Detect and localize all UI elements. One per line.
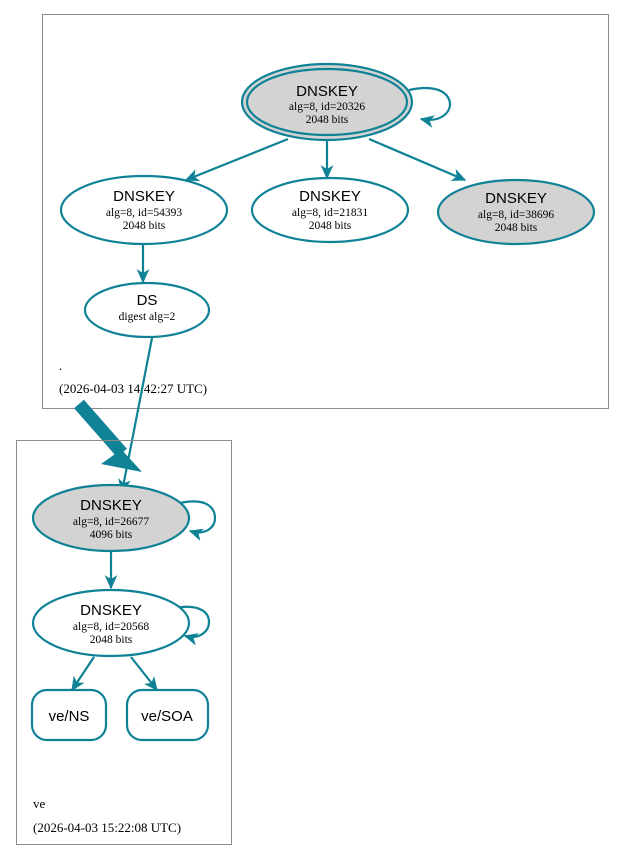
edge-ve-zsk-to-soa [130, 656, 158, 692]
node-root-ksk-20326-line2: alg=8, id=20326 [289, 101, 365, 113]
node-ve-zsk-20568-ellipse [31, 588, 191, 658]
node-root-zsk-54393-line2: alg=8, id=54393 [106, 207, 182, 219]
node-ve-soa[interactable]: ve/SOA [125, 688, 210, 742]
node-root-zsk-54393-title: DNSKEY [113, 188, 175, 205]
root-zone-edges [136, 87, 467, 284]
edge-ve-zsk-to-ns [71, 656, 95, 692]
node-root-zsk-21831-title: DNSKEY [299, 188, 361, 205]
node-root-ds-ellipse [83, 281, 211, 339]
node-root-ds-title: DS [137, 292, 158, 309]
node-root-zsk-21831-line3: 2048 bits [309, 220, 352, 232]
node-root-ksk-20326[interactable]: DNSKEY alg=8, id=20326 2048 bits [240, 62, 414, 142]
node-root-zsk-54393-ellipse [59, 174, 229, 246]
edge-root-ksk-to-zsk-54393 [184, 137, 289, 182]
edge-ds-to-ve-ksk-26677 [118, 337, 154, 494]
zone-cluster-ve: ve (2026-04-03 15:22:08 UTC) [16, 440, 232, 845]
zone-ve-timestamp: (2026-04-03 15:22:08 UTC) [33, 820, 181, 835]
node-root-ksk-20326-inner-ellipse [245, 67, 409, 137]
node-root-ksk-20326-title: DNSKEY [296, 83, 358, 100]
node-ve-ns-box [30, 688, 108, 742]
node-ve-ksk-26677-title: DNSKEY [80, 497, 142, 514]
node-root-ds[interactable]: DS digest alg=2 [83, 281, 211, 339]
ve-zone-edges [71, 500, 217, 692]
node-ve-ksk-26677-line3: 4096 bits [90, 529, 133, 541]
node-ve-zsk-20568-line2: alg=8, id=20568 [73, 621, 149, 633]
node-ve-zsk-20568[interactable]: DNSKEY alg=8, id=20568 2048 bits [31, 588, 191, 658]
edge-self-sign-ve-ksk-26677 [179, 500, 217, 541]
node-root-ksk-38696-line3: 2048 bits [495, 222, 538, 234]
node-ve-zsk-20568-title: DNSKEY [80, 602, 142, 619]
node-root-ksk-20326-line3: 2048 bits [306, 114, 349, 126]
zone-root-timestamp: (2026-04-03 14:42:27 UTC) [59, 381, 207, 396]
node-ve-ns-label: ve/NS [49, 708, 90, 725]
edge-delegation-arrowhead [101, 438, 142, 472]
node-ve-ksk-26677[interactable]: DNSKEY alg=8, id=26677 4096 bits [31, 483, 191, 553]
node-root-ksk-38696-line2: alg=8, id=38696 [478, 209, 554, 221]
node-root-zsk-21831-ellipse [250, 176, 410, 244]
node-root-ksk-38696[interactable]: DNSKEY alg=8, id=38696 2048 bits [436, 178, 596, 246]
node-ve-ns[interactable]: ve/NS [30, 688, 108, 742]
node-root-ksk-38696-title: DNSKEY [485, 190, 547, 207]
zone-ve-border [16, 440, 232, 845]
node-root-zsk-54393[interactable]: DNSKEY alg=8, id=54393 2048 bits [59, 174, 229, 246]
node-root-ds-line2: digest alg=2 [119, 311, 176, 323]
node-root-zsk-21831-line2: alg=8, id=21831 [292, 207, 368, 219]
node-ve-ksk-26677-ellipse [31, 483, 191, 553]
node-ve-soa-box [125, 688, 210, 742]
zone-ve-name: ve [33, 796, 46, 811]
node-root-zsk-21831[interactable]: DNSKEY alg=8, id=21831 2048 bits [250, 176, 410, 244]
node-ve-zsk-20568-line3: 2048 bits [90, 634, 133, 646]
edge-root-ksk-to-ksk-38696 [368, 137, 467, 182]
edge-self-sign-root-ksk-20326 [408, 87, 452, 128]
zone-root-name: . [59, 358, 62, 373]
node-root-zsk-54393-line3: 2048 bits [123, 220, 166, 232]
edge-self-sign-ve-zsk-20568 [173, 605, 211, 646]
node-ve-soa-label: ve/SOA [141, 708, 193, 725]
node-ve-ksk-26677-line2: alg=8, id=26677 [73, 516, 149, 528]
edge-delegation-root-to-ve [74, 399, 142, 472]
node-root-ksk-38696-ellipse [436, 178, 596, 246]
